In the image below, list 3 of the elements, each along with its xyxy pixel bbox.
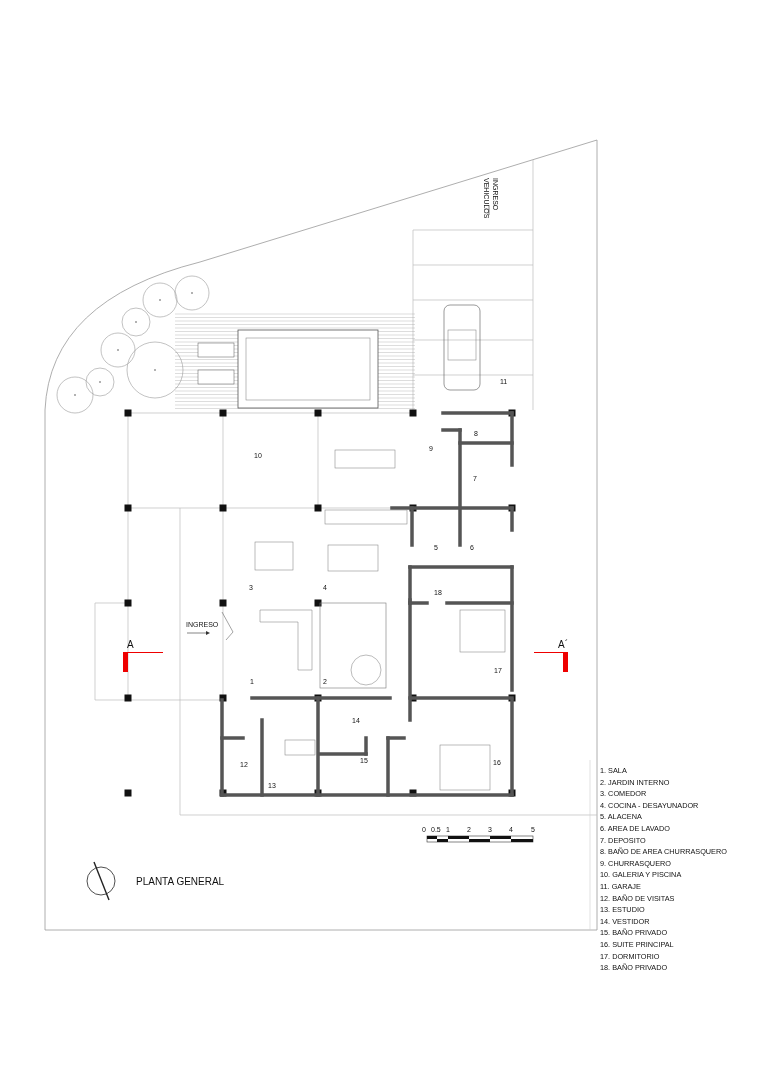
section-label: A [127,640,134,650]
section-label: A´ [558,640,568,650]
drawing-title: PLANTA GENERAL [136,876,225,887]
